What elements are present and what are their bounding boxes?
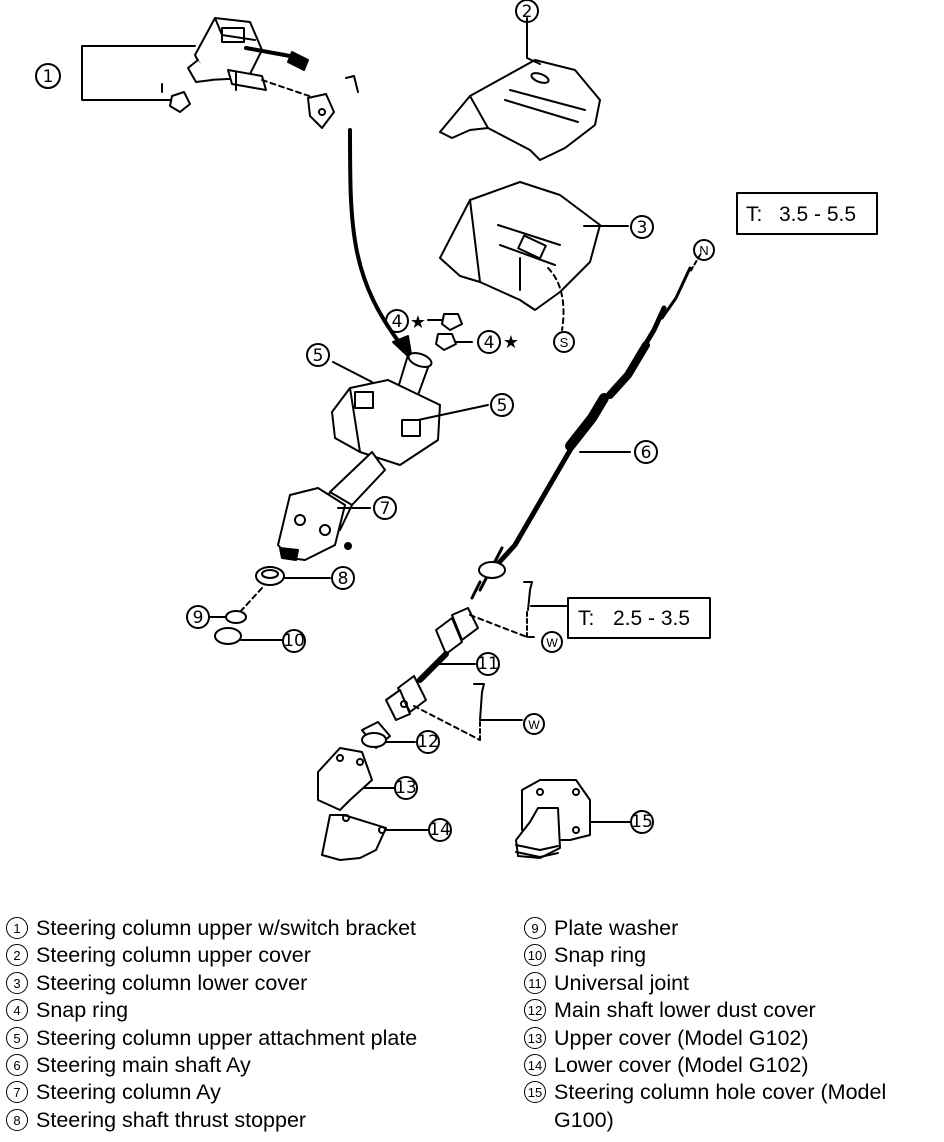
callout-9: 9 bbox=[186, 605, 210, 629]
part-9-plate-washer bbox=[209, 610, 247, 624]
part-4-snap-rings bbox=[427, 313, 473, 351]
part-10-snap-ring bbox=[214, 627, 283, 645]
callout-15: 15 bbox=[630, 810, 654, 834]
svg-text:15: 15 bbox=[631, 812, 653, 832]
svg-text:5: 5 bbox=[497, 396, 508, 416]
steering-column-exploded-diagram: 1 2 3 4 ★ 4 ★ 5 5 6 7 8 9 10 11 12 13 14 bbox=[35, 0, 878, 861]
svg-text:9: 9 bbox=[193, 608, 204, 628]
symbol-w-upper: W bbox=[541, 631, 563, 653]
callout-6: 6 bbox=[634, 440, 658, 464]
svg-text:1: 1 bbox=[43, 67, 54, 87]
svg-text:2.5 - 3.5: 2.5 - 3.5 bbox=[613, 607, 690, 630]
svg-text:N: N bbox=[699, 243, 708, 258]
callout-5a: 5 bbox=[306, 343, 330, 367]
svg-text:T:: T: bbox=[746, 203, 762, 226]
callout-4a: 4 ★ bbox=[385, 309, 426, 333]
part-8-thrust-stopper bbox=[255, 566, 331, 586]
svg-text:T:: T: bbox=[578, 607, 594, 630]
svg-text:14: 14 bbox=[429, 820, 451, 840]
part-6-main-shaft bbox=[470, 266, 692, 600]
callout-4b: 4 ★ bbox=[477, 330, 519, 354]
svg-text:11: 11 bbox=[477, 654, 499, 674]
callout-1: 1 bbox=[35, 63, 61, 89]
svg-text:4: 4 bbox=[484, 333, 495, 353]
svg-text:★: ★ bbox=[503, 332, 519, 352]
svg-text:2: 2 bbox=[522, 2, 533, 22]
callout-11: 11 bbox=[476, 652, 500, 676]
part-14-lower-cover-g102 bbox=[321, 814, 429, 861]
svg-text:★: ★ bbox=[410, 312, 426, 332]
svg-text:5: 5 bbox=[313, 346, 324, 366]
svg-text:7: 7 bbox=[380, 499, 391, 519]
torque-box-upper: T: 3.5 - 5.5 bbox=[736, 192, 878, 235]
svg-text:W: W bbox=[546, 636, 558, 650]
callout-12: 12 bbox=[416, 730, 440, 754]
torque-box-lower: T: 2.5 - 3.5 bbox=[567, 597, 711, 639]
symbol-w-lower: W bbox=[523, 713, 545, 735]
svg-text:3.5 - 5.5: 3.5 - 5.5 bbox=[779, 203, 856, 226]
callout-2: 2 bbox=[515, 0, 539, 23]
svg-text:6: 6 bbox=[641, 443, 652, 463]
svg-text:W: W bbox=[528, 718, 540, 732]
symbol-n: N bbox=[693, 239, 715, 261]
part-15-hole-cover-g100 bbox=[515, 779, 631, 859]
svg-text:3: 3 bbox=[637, 218, 648, 238]
callout-3: 3 bbox=[630, 215, 654, 239]
part-2-upper-cover bbox=[439, 59, 601, 161]
callout-8: 8 bbox=[331, 566, 355, 590]
part-7-steering-column bbox=[277, 352, 441, 561]
svg-text:8: 8 bbox=[338, 569, 349, 589]
svg-text:10: 10 bbox=[283, 631, 305, 651]
part-12-dust-cover bbox=[361, 721, 416, 749]
svg-text:12: 12 bbox=[417, 732, 439, 752]
callout-10: 10 bbox=[282, 629, 306, 653]
svg-text:13: 13 bbox=[395, 778, 417, 798]
callout-14: 14 bbox=[428, 818, 452, 842]
symbol-s: S bbox=[553, 331, 575, 353]
callout-13: 13 bbox=[394, 776, 418, 800]
callout-5b: 5 bbox=[490, 393, 514, 417]
callout-7: 7 bbox=[373, 496, 397, 520]
svg-text:4: 4 bbox=[392, 312, 403, 332]
part-11-universal-joint bbox=[385, 607, 479, 721]
part-1-switch-bracket bbox=[161, 17, 359, 129]
part-3-lower-cover bbox=[439, 181, 601, 311]
part-13-upper-cover-g102 bbox=[317, 747, 395, 811]
svg-text:S: S bbox=[560, 335, 569, 350]
